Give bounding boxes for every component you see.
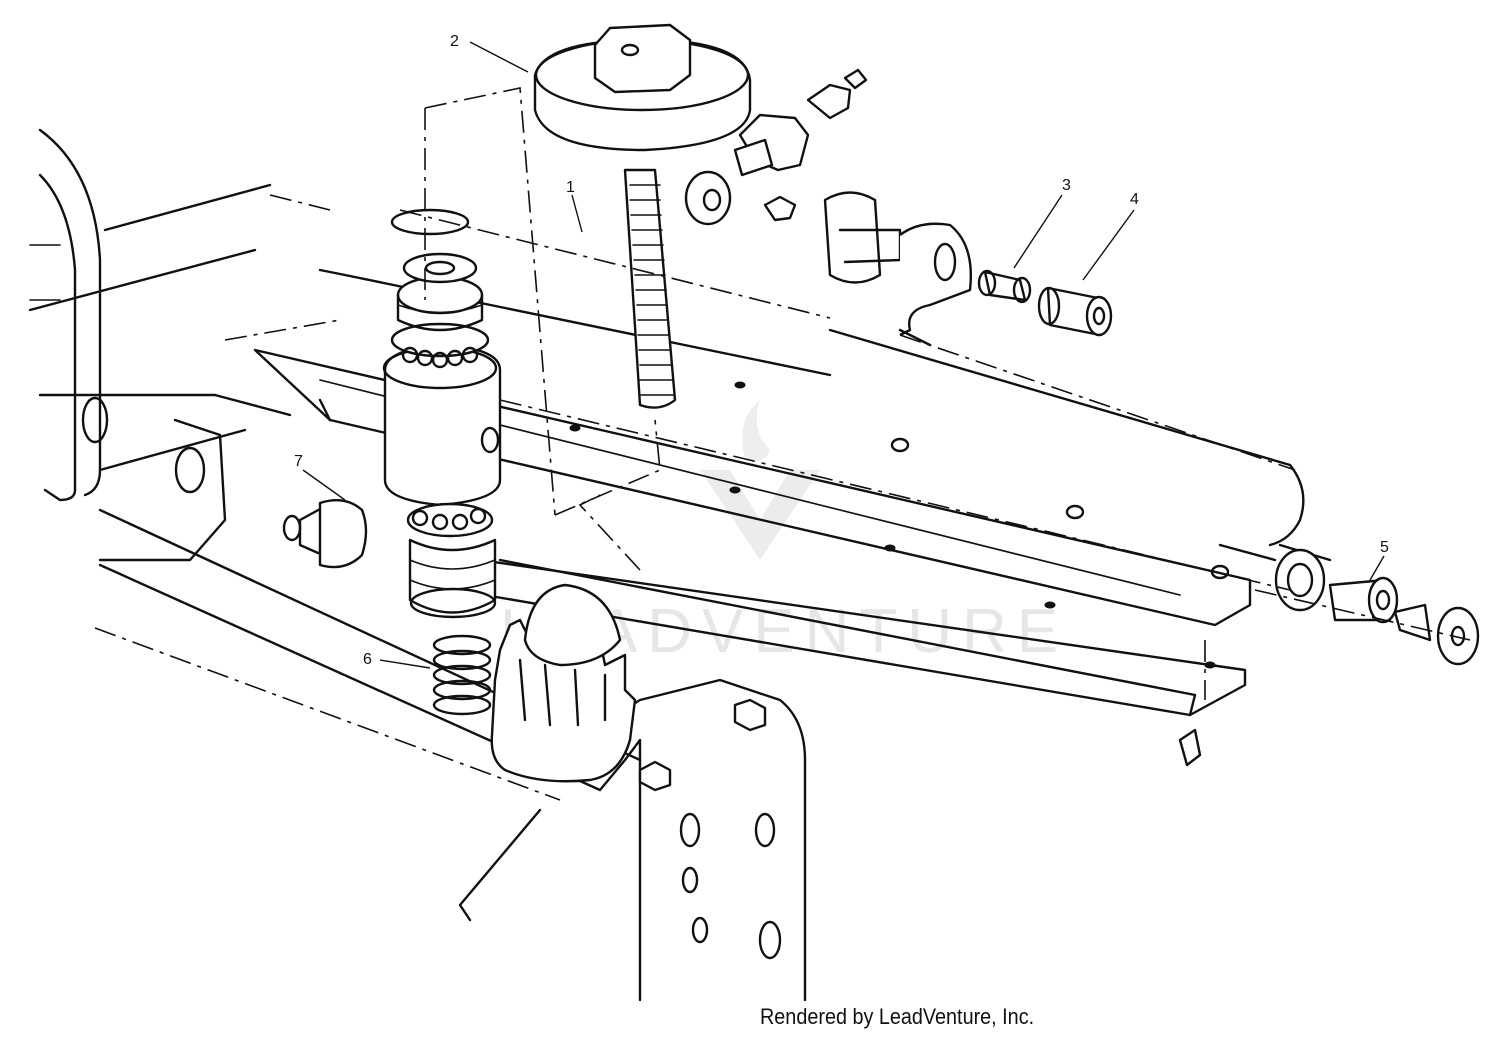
callout-label-3: 3	[1062, 177, 1071, 194]
phantom-lines	[94, 87, 1471, 801]
render-credit: Rendered by LeadVenture, Inc.	[760, 1004, 1035, 1029]
callout-7: 7	[294, 453, 346, 501]
callout-6: 6	[363, 651, 431, 669]
bed-bar	[253, 268, 1252, 717]
lower-bearing	[406, 502, 497, 619]
callout-label-5: 5	[1380, 539, 1389, 556]
spring	[432, 634, 492, 716]
callout-2: 2	[450, 33, 529, 73]
handle-frame	[29, 128, 109, 502]
callout-5: 5	[1369, 539, 1389, 581]
callout-label-1: 1	[566, 179, 575, 196]
callout-1: 1	[566, 179, 583, 233]
roller-bracket	[823, 191, 972, 347]
callout-label-7: 7	[294, 453, 303, 470]
washer-and-fittings	[684, 68, 868, 226]
callout-label-6: 6	[363, 651, 372, 668]
drive-gear	[490, 583, 637, 783]
roller-end-bushing-part-5	[1328, 576, 1480, 666]
sleeve-part-4	[1037, 286, 1113, 337]
callout-label-4: 4	[1130, 191, 1139, 208]
callout-label-2: 2	[450, 33, 459, 50]
plug-part-7	[282, 499, 368, 569]
bushing-part-3	[977, 269, 1032, 304]
side-plate	[598, 678, 807, 1002]
ball-bearing-upper	[401, 346, 479, 369]
callout-3: 3	[1013, 177, 1071, 269]
callout-4: 4	[1082, 191, 1139, 281]
bearing-housing	[382, 208, 502, 507]
adjusting-knob	[533, 23, 752, 409]
reel-roller	[828, 328, 1332, 612]
bed-knife-screw	[1178, 728, 1202, 767]
